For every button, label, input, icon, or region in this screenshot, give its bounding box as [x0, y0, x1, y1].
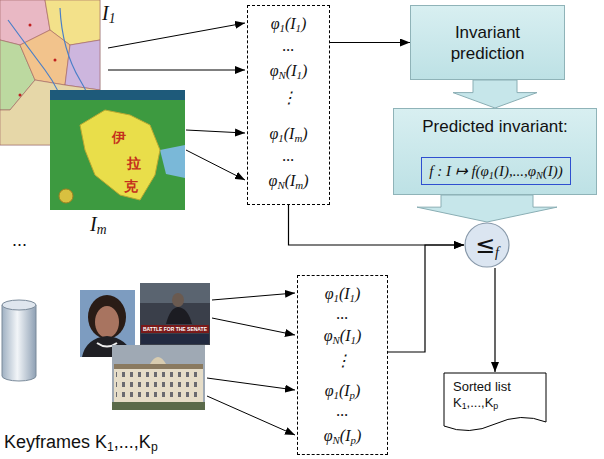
feature-arrow [186, 150, 245, 180]
water-area [160, 145, 185, 178]
hair-shape [88, 295, 126, 339]
dome-shape [150, 357, 166, 364]
ellipsis: ... [283, 36, 295, 56]
city-dot [19, 94, 22, 97]
connector [289, 205, 465, 245]
image-label: I1 [102, 2, 115, 25]
result-box: Predicted invariant: f : I ↦ f(φ1(I),...,… [393, 108, 597, 195]
block-arrow [453, 80, 537, 108]
news-caption: BATTLE FOR THE SENATE [143, 326, 207, 332]
feature-list: φ1(I1)... φN(I1) ⋮ φ1(Im)... φN(Im) [247, 5, 330, 205]
process-box: Invariant prediction [410, 5, 565, 80]
formula-box: f : I ↦ f(φ1(I),...,φN(I)) [421, 157, 571, 185]
tv-image [50, 90, 185, 210]
formula-text: f : I ↦ f(φ1(I),...,φN(I)) [429, 162, 563, 181]
city-dot [29, 24, 32, 27]
connector [494, 268, 495, 372]
feature-text: φN(I1) [270, 61, 308, 81]
map-region [20, 30, 70, 85]
cylinder-top [2, 300, 36, 310]
window-rows [116, 370, 201, 400]
feature-text: φN(Ip) [324, 426, 362, 446]
map-text: 克 [124, 178, 138, 196]
ellipsis: ... [337, 304, 349, 324]
photo-sky [112, 345, 205, 410]
feature-list: φ1(I1)... φN(I1) ⋮ φ1(Ip)... φN(Ip) [297, 275, 388, 455]
ellipsis: ... [283, 146, 295, 166]
news-keyframe [140, 283, 210, 345]
feature-arrow [108, 70, 245, 71]
feature-text: φN(Im) [269, 171, 309, 191]
box-heading: Predicted invariant: [422, 116, 568, 137]
operator-symbol: ≤f [475, 232, 499, 258]
body-shape [166, 307, 192, 324]
caption-strip [141, 334, 209, 344]
box-text: Sorted list K1,...,Kp [453, 379, 537, 411]
head-shape [172, 293, 184, 307]
box-text: Invariant prediction [423, 22, 553, 64]
caption-text: Keyframes K1,...,Kp [4, 432, 158, 453]
ground-strip [112, 402, 205, 410]
block-arrow [417, 195, 557, 222]
map-text: 伊 [112, 129, 126, 147]
feature-text: φ1(Ip) [325, 381, 361, 401]
face-shape [95, 306, 119, 338]
feature-text: φN(I1) [324, 326, 362, 346]
feature-arrow [108, 23, 245, 48]
compare-circle: ≤f [464, 222, 510, 268]
feature-arrow [212, 318, 295, 335]
ellipsis: ⋮ [281, 88, 297, 108]
city-dot [54, 59, 57, 62]
building-keyframe [112, 345, 205, 410]
cylinder-body [2, 305, 36, 381]
roof-shape [114, 364, 203, 369]
feature-arrow [212, 293, 295, 300]
connector [388, 245, 464, 352]
document-shape: Sorted list K1,...,Kp [443, 372, 547, 434]
caption-strip [141, 325, 209, 333]
ellipsis: ... [337, 401, 349, 421]
country-shape [80, 110, 160, 200]
map-region [65, 40, 100, 90]
tv-ground [50, 90, 185, 210]
ellipsis: ... [12, 230, 27, 251]
database-cylinder [2, 300, 36, 381]
connector [330, 42, 410, 43]
image-label: Im [90, 213, 107, 236]
feature-arrow [207, 378, 295, 390]
tv-emblem [59, 189, 73, 203]
feature-text: φ1(I1) [271, 14, 307, 34]
map-text: 拉 [127, 155, 141, 173]
image-arrows [108, 23, 295, 435]
building-shape [114, 369, 203, 402]
ellipsis: ⋮ [335, 351, 351, 371]
tv-band [50, 90, 185, 100]
feature-text: φ1(Im) [269, 124, 307, 144]
photo-ground [140, 283, 210, 345]
feature-arrow [186, 130, 245, 133]
feature-arrow [207, 396, 295, 435]
feature-text: φ1(I1) [325, 284, 361, 304]
